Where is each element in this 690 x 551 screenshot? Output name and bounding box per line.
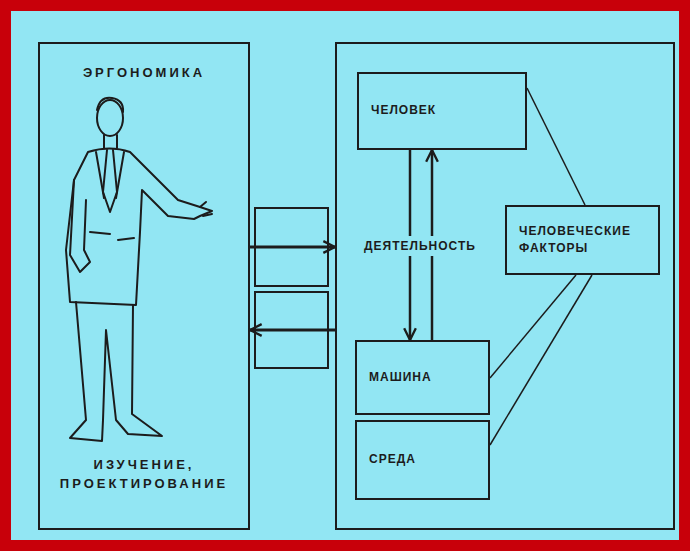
panel-title: ЭРГОНОМИКА [59,64,229,83]
man-tie [103,150,117,212]
process-box: ЧЕЛОВЕЧЕСКИЕ ФАКТОРЫ [505,205,660,275]
man-hair [97,98,123,112]
connector-line [490,275,592,445]
box-label: ЧЕЛОВЕЧЕСКИЕ ФАКТОРЫ [519,223,649,258]
process-box: МАШИНА [355,340,490,415]
man-neck [104,135,117,148]
arrow-frame [255,292,328,368]
side-panel: ЭРГОНОМИКА ИЗУЧЕНИЕ, ПРОЕКТИРОВАНИЕ [38,42,250,530]
activity-label: ДЕЯТЕЛЬНОСТЬ [362,236,478,256]
panel-background [11,11,679,540]
connector-arrow [250,246,335,249]
connector-line [527,88,585,205]
box-label: ЧЕЛОВЕК [371,102,436,119]
box-label: МАШИНА [369,369,432,386]
box-label: СРЕДА [369,451,416,468]
process-box: ЧЕЛОВЕК [357,72,527,150]
man-lapels [96,152,124,198]
connector-arrow [431,150,434,340]
connector-arrow [409,150,412,340]
man-head [97,100,123,136]
panel-caption: ИЗУЧЕНИЕ, ПРОЕКТИРОВАНИЕ [59,456,229,494]
connector-line [490,275,576,378]
man-left-arm [70,180,90,272]
arrow-frame [255,208,328,286]
man-fingers [200,202,212,216]
process-box: СРЕДА [355,420,490,500]
man-illustration [66,98,212,441]
man-legs [70,302,162,441]
man-pockets [90,232,134,240]
connector-arrow [250,329,335,332]
man-jacket [66,149,212,306]
system-frame: ЧЕЛОВЕК ЧЕЛОВЕЧЕСКИЕ ФАКТОРЫ МАШИНА СРЕДА [335,42,675,530]
